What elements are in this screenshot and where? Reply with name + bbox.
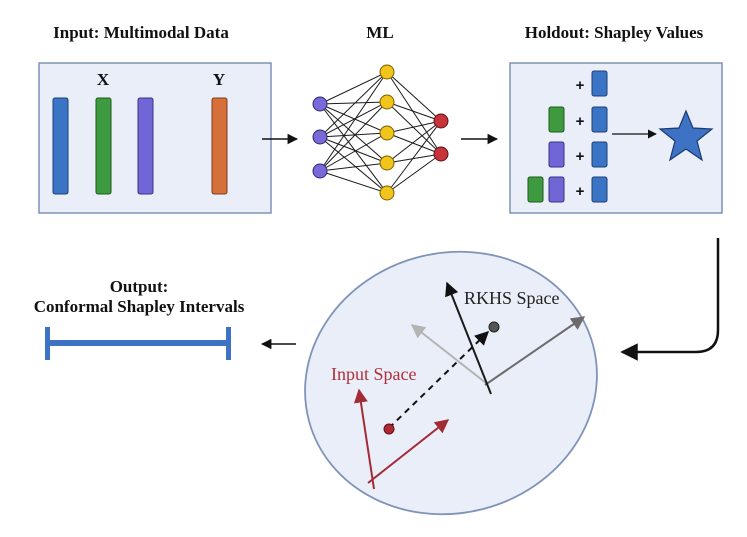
input-node	[312, 96, 328, 112]
output-node	[433, 113, 449, 129]
input-axis-diagonal	[367, 419, 450, 484]
y-label: Y	[213, 70, 225, 89]
input-node	[312, 129, 328, 145]
plus-sign: +	[576, 183, 585, 200]
rkhs-point	[488, 321, 500, 333]
rkhs-space-label: RKHS Space	[464, 288, 560, 308]
rkhs-axis-dark	[484, 316, 586, 386]
input-space-label: Input Space	[331, 364, 416, 384]
ml-title: ML	[366, 23, 393, 42]
hidden-node	[379, 125, 395, 141]
input-panel	[38, 62, 272, 214]
shapley-bar-blue	[591, 70, 608, 97]
plus-sign: +	[576, 77, 585, 94]
feature-map-arrow	[388, 331, 490, 429]
rkhs-axis-black	[445, 281, 492, 395]
output-node	[433, 146, 449, 162]
shapley-bar-purple	[548, 176, 565, 203]
shapley-bar-blue	[591, 141, 608, 168]
hidden-node	[379, 94, 395, 110]
input-axis-vertical	[353, 388, 375, 490]
shapley-bar-blue	[591, 106, 608, 133]
holdout-panel-title: Holdout: Shapley Values	[525, 23, 704, 42]
feature-bar-green	[95, 97, 112, 195]
rkhs-axis-gray	[410, 324, 487, 384]
plus-sign: +	[576, 113, 585, 130]
output-title-line1: Output:	[110, 277, 169, 296]
shapley-bar-green	[527, 176, 544, 203]
target-bar-orange	[211, 97, 228, 195]
hidden-node	[379, 155, 395, 171]
shapley-bar-purple	[548, 141, 565, 168]
x-label: X	[97, 70, 110, 89]
conformal-interval	[45, 327, 231, 360]
space-ellipse	[304, 250, 598, 516]
star-icon	[658, 109, 714, 162]
shapley-bar-green	[548, 106, 565, 133]
input-node	[312, 163, 328, 179]
input-point	[383, 423, 395, 435]
arrow-holdout-to-space	[620, 238, 720, 361]
neural-network	[319, 71, 442, 194]
feature-bar-purple	[137, 97, 154, 195]
output-title-line2: Conformal Shapley Intervals	[34, 297, 245, 316]
shapley-bar-blue	[591, 176, 608, 203]
input-panel-title: Input: Multimodal Data	[53, 23, 229, 42]
hidden-node	[379, 64, 395, 80]
hidden-node	[379, 185, 395, 201]
plus-sign: +	[576, 148, 585, 165]
feature-bar-blue	[52, 97, 69, 195]
